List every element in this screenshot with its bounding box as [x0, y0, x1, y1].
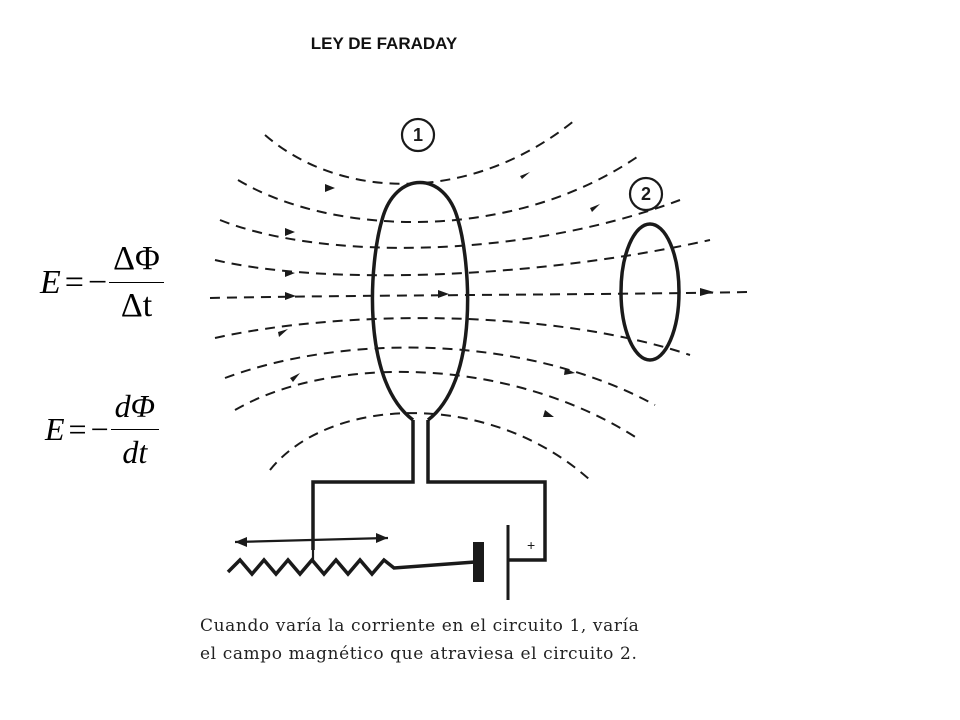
field-line	[209, 291, 751, 299]
circuit-1-label: 1	[400, 117, 436, 153]
minus-sign: −	[90, 411, 109, 447]
field-arrows	[278, 172, 714, 417]
battery-plus-sign: +	[527, 537, 535, 553]
diagram-caption: Cuando varía la corriente en el circuito…	[200, 612, 770, 668]
field-line	[269, 412, 591, 481]
arrow-icon	[700, 288, 714, 296]
emf-symbol: E	[40, 263, 61, 301]
arrow-icon	[438, 290, 449, 298]
arrow-icon	[285, 292, 296, 300]
battery: +	[473, 525, 535, 600]
fraction: dΦ dt	[110, 388, 159, 471]
field-line	[237, 154, 641, 223]
induction-diagram: 1 2 +	[209, 117, 751, 600]
arrow-icon	[278, 329, 288, 337]
fraction: ΔΦ Δt	[109, 240, 164, 325]
minus-sign: −	[87, 263, 108, 301]
circuit-1-loop	[370, 180, 470, 422]
battery-negative-plate	[473, 542, 484, 582]
field-line	[214, 317, 691, 356]
caption-line: Cuando varía la corriente en el circuito…	[200, 616, 640, 636]
arrow-icon	[376, 533, 388, 543]
arrow-icon	[325, 184, 335, 192]
arrow-icon	[590, 204, 600, 212]
arrow-icon	[543, 410, 554, 417]
arrow-icon	[285, 270, 295, 277]
slider-arrow	[234, 536, 389, 544]
denominator: Δt	[120, 287, 153, 324]
circuit-1	[311, 180, 547, 562]
circuit-1-wire	[426, 420, 547, 562]
resistor-zigzag	[226, 557, 476, 577]
circuit-1-number: 1	[413, 125, 423, 145]
magnetic-field-lines	[209, 119, 751, 481]
arrow-icon	[520, 172, 530, 179]
caption-line: el campo magnético que atraviesa el circ…	[200, 644, 638, 664]
field-line	[219, 199, 681, 249]
faraday-formula-delta: E = − ΔΦ Δt	[40, 240, 164, 325]
equals-sign: =	[64, 263, 84, 301]
circuit-1-wire	[311, 420, 415, 550]
equals-sign: =	[68, 411, 87, 447]
field-line	[224, 346, 656, 406]
circuit-2-label: 2	[628, 176, 664, 212]
numerator: dΦ	[110, 388, 159, 430]
denominator: dt	[122, 434, 148, 470]
circuit-2-loop	[619, 222, 681, 362]
emf-symbol: E	[45, 411, 65, 447]
circuit-2-number: 2	[641, 184, 651, 204]
numerator: ΔΦ	[109, 240, 164, 283]
field-line	[234, 370, 641, 441]
variable-resistor	[226, 533, 476, 577]
arrow-icon	[290, 373, 300, 382]
arrow-icon	[564, 368, 575, 375]
arrow-icon	[235, 537, 247, 547]
page-title: LEY DE FARADAY	[310, 34, 458, 53]
arrow-icon	[285, 228, 295, 236]
faraday-formula-derivative: E = − dΦ dt	[45, 388, 159, 471]
